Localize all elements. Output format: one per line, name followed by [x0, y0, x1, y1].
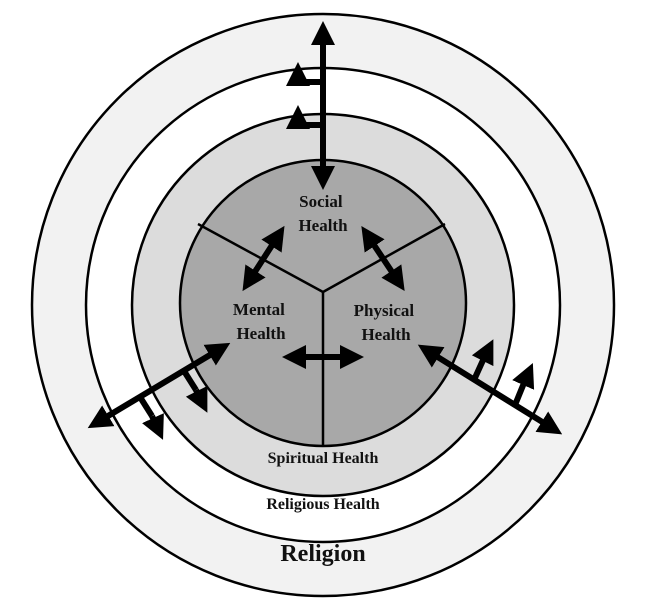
religious-health-label: Religious Health: [266, 496, 379, 513]
religion-label: Religion: [280, 541, 365, 567]
spiritual-health-label: Spiritual Health: [268, 450, 379, 467]
top-spoke-arrow: [286, 20, 335, 190]
social-mental-arrow: [242, 225, 285, 292]
social-health-label: Social Health: [298, 192, 348, 235]
core-arrows: [242, 225, 405, 369]
lower-left-spoke-arrow: [87, 342, 231, 440]
physical-health-label: Physical Health: [354, 301, 419, 344]
mental-health-label: Mental Health: [233, 300, 289, 343]
lower-right-spoke-arrow: [417, 339, 563, 435]
social-physical-arrow: [361, 226, 405, 291]
